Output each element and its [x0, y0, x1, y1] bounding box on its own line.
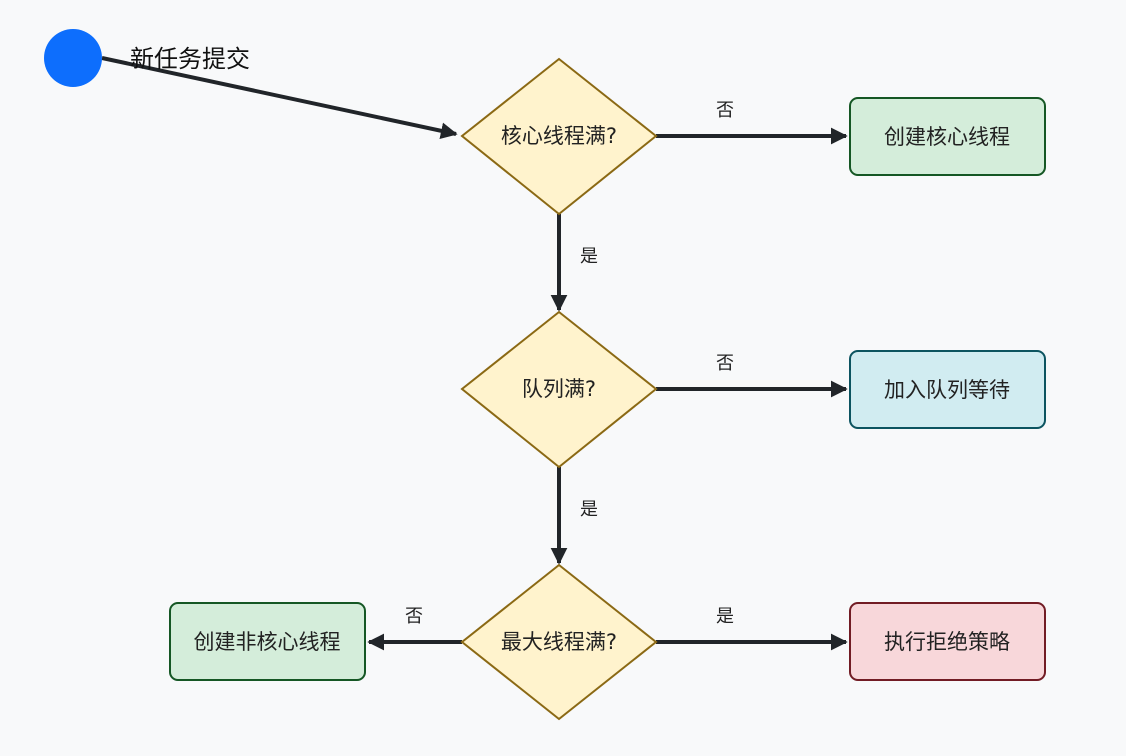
- decision-queue-full-label: 队列满?: [522, 377, 596, 401]
- action-create-core: 创建核心线程: [849, 97, 1046, 176]
- action-reject: 执行拒绝策略: [849, 602, 1046, 681]
- decision-core-full-label: 核心线程满?: [501, 124, 617, 148]
- edge-label-queue-yes: 是: [580, 499, 598, 520]
- action-reject-box: [849, 602, 1046, 681]
- action-reject-label: 执行拒绝策略: [884, 630, 1010, 654]
- decision-max-full-shape: [460, 563, 658, 721]
- start-node: 新任务提交: [44, 29, 250, 87]
- edge-label-queue-no: 否: [716, 353, 734, 374]
- edge-labels: 否 是 否 是 否 是: [405, 100, 734, 627]
- decision-max-full-label: 最大线程满?: [501, 630, 617, 654]
- decision-core-full-shape: [460, 57, 658, 216]
- action-create-core-box: [849, 97, 1046, 176]
- action-create-noncore-box: [169, 602, 366, 681]
- edges: [101, 56, 848, 651]
- edge-start-to-core-decision: [101, 56, 458, 140]
- edge-label-core-yes: 是: [580, 246, 598, 267]
- action-enqueue: 加入队列等待: [849, 350, 1046, 429]
- action-create-core-label: 创建核心线程: [884, 125, 1010, 149]
- action-enqueue-box: [849, 350, 1046, 429]
- action-enqueue-label: 加入队列等待: [884, 378, 1010, 402]
- decision-queue-full-shape: [460, 310, 658, 469]
- edge-label-max-yes: 是: [716, 606, 734, 627]
- decision-core-full: 核心线程满?: [460, 57, 658, 216]
- edge-label-max-no: 否: [405, 606, 423, 627]
- edge-label-core-no: 否: [716, 100, 734, 121]
- start-label: 新任务提交: [130, 45, 250, 73]
- action-create-noncore: 创建非核心线程: [169, 602, 366, 681]
- action-create-noncore-label: 创建非核心线程: [194, 630, 341, 654]
- decision-max-full: 最大线程满?: [460, 563, 658, 721]
- start-circle: [44, 29, 102, 87]
- decision-queue-full: 队列满?: [460, 310, 658, 469]
